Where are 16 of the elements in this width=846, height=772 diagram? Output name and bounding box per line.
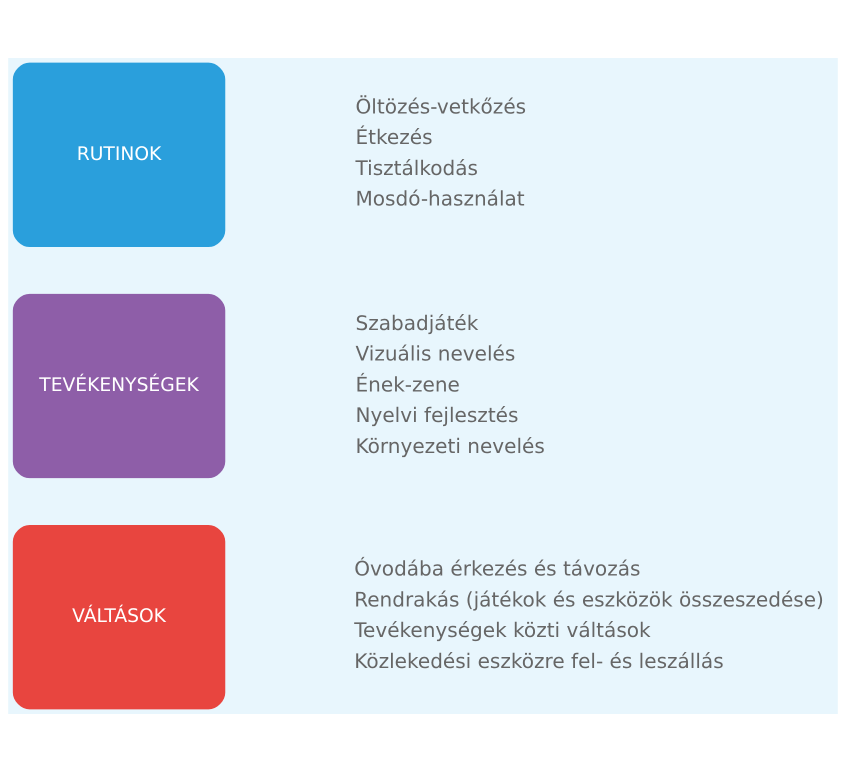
node-label: Étkezés [356, 125, 433, 150]
node-box: TEVÉKENYSÉGEK [12, 294, 226, 478]
node-label: Rendrakás (játékok és eszközök összeszedése) [354, 587, 824, 612]
node-label: Ének-zene [356, 372, 460, 396]
node-label: Tevékenységek közti váltások [354, 618, 651, 642]
node-label: Nyelvi fejlesztés [356, 403, 518, 428]
node-label: Öltözés-vetkőzés [356, 94, 526, 118]
node-label: Tisztálkodás [356, 156, 478, 180]
node-label: Közlekedési eszközre fel- és leszállás [354, 648, 724, 673]
node-label: Óvodába érkezés és távozás [354, 556, 640, 581]
node-label: Szabadjáték [356, 310, 478, 335]
node-box: VÁLTÁSOK [12, 524, 226, 710]
node-label: Vizuális nevelés [356, 342, 516, 366]
node-box: RUTINOK [12, 62, 226, 248]
node-label: Környezeti nevelés [356, 434, 545, 458]
node-label: Mosdó-használat [356, 186, 525, 211]
